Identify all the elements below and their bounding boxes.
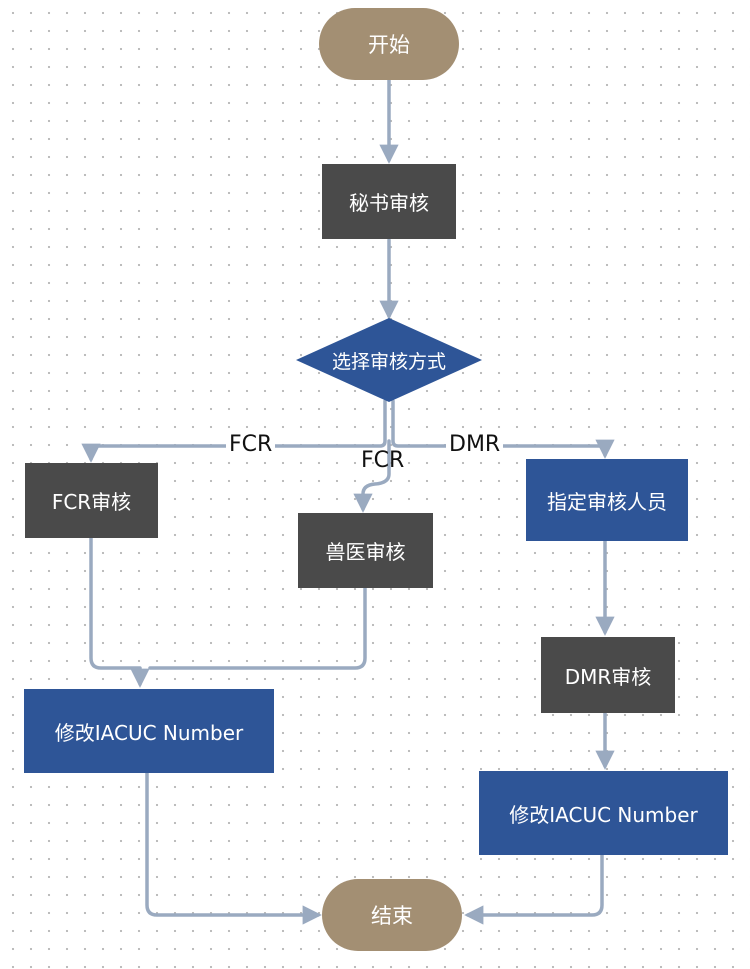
edge-fcr-to-modify-left [89, 536, 150, 688]
modify-iacuc-right-label: 修改IACUC Number [509, 802, 698, 827]
dmr-review-node: DMR审核 [541, 637, 675, 713]
start-label: 开始 [368, 33, 410, 57]
assign-reviewer-node: 指定审核人员 [526, 459, 688, 541]
edge-modify-right-to-end [464, 853, 604, 925]
decision-label: 选择审核方式 [331, 350, 446, 373]
fcr-review-node: FCR审核 [25, 463, 158, 538]
vet-review-label: 兽医审核 [325, 540, 406, 564]
edge-label-dmr: DMR [446, 432, 504, 458]
end-node: 结束 [322, 879, 462, 951]
assign-reviewer-label: 指定审核人员 [547, 489, 667, 514]
end-label: 结束 [371, 904, 413, 928]
start-node: 开始 [319, 8, 459, 80]
secretary-review-node: 秘书审核 [322, 164, 456, 239]
vet-review-node: 兽医审核 [298, 513, 433, 588]
secretary-review-label: 秘书审核 [349, 191, 429, 215]
edge-decision-to-vet [353, 439, 391, 513]
edge-label-fcr-middle: FCR [361, 448, 405, 473]
fcr-review-label: FCR审核 [51, 490, 132, 514]
modify-iacuc-left-label: 修改IACUC Number [54, 720, 244, 745]
dmr-review-label: DMR审核 [564, 664, 652, 689]
edge-modify-left-to-end [145, 771, 322, 925]
decision-diamond [296, 318, 482, 402]
edge-vet-to-modify-left [148, 586, 367, 670]
modify-iacuc-right-node: 修改IACUC Number [479, 771, 728, 855]
modify-iacuc-left-node: 修改IACUC Number [24, 689, 274, 773]
edge-label-fcr-left: FCR [226, 432, 276, 458]
